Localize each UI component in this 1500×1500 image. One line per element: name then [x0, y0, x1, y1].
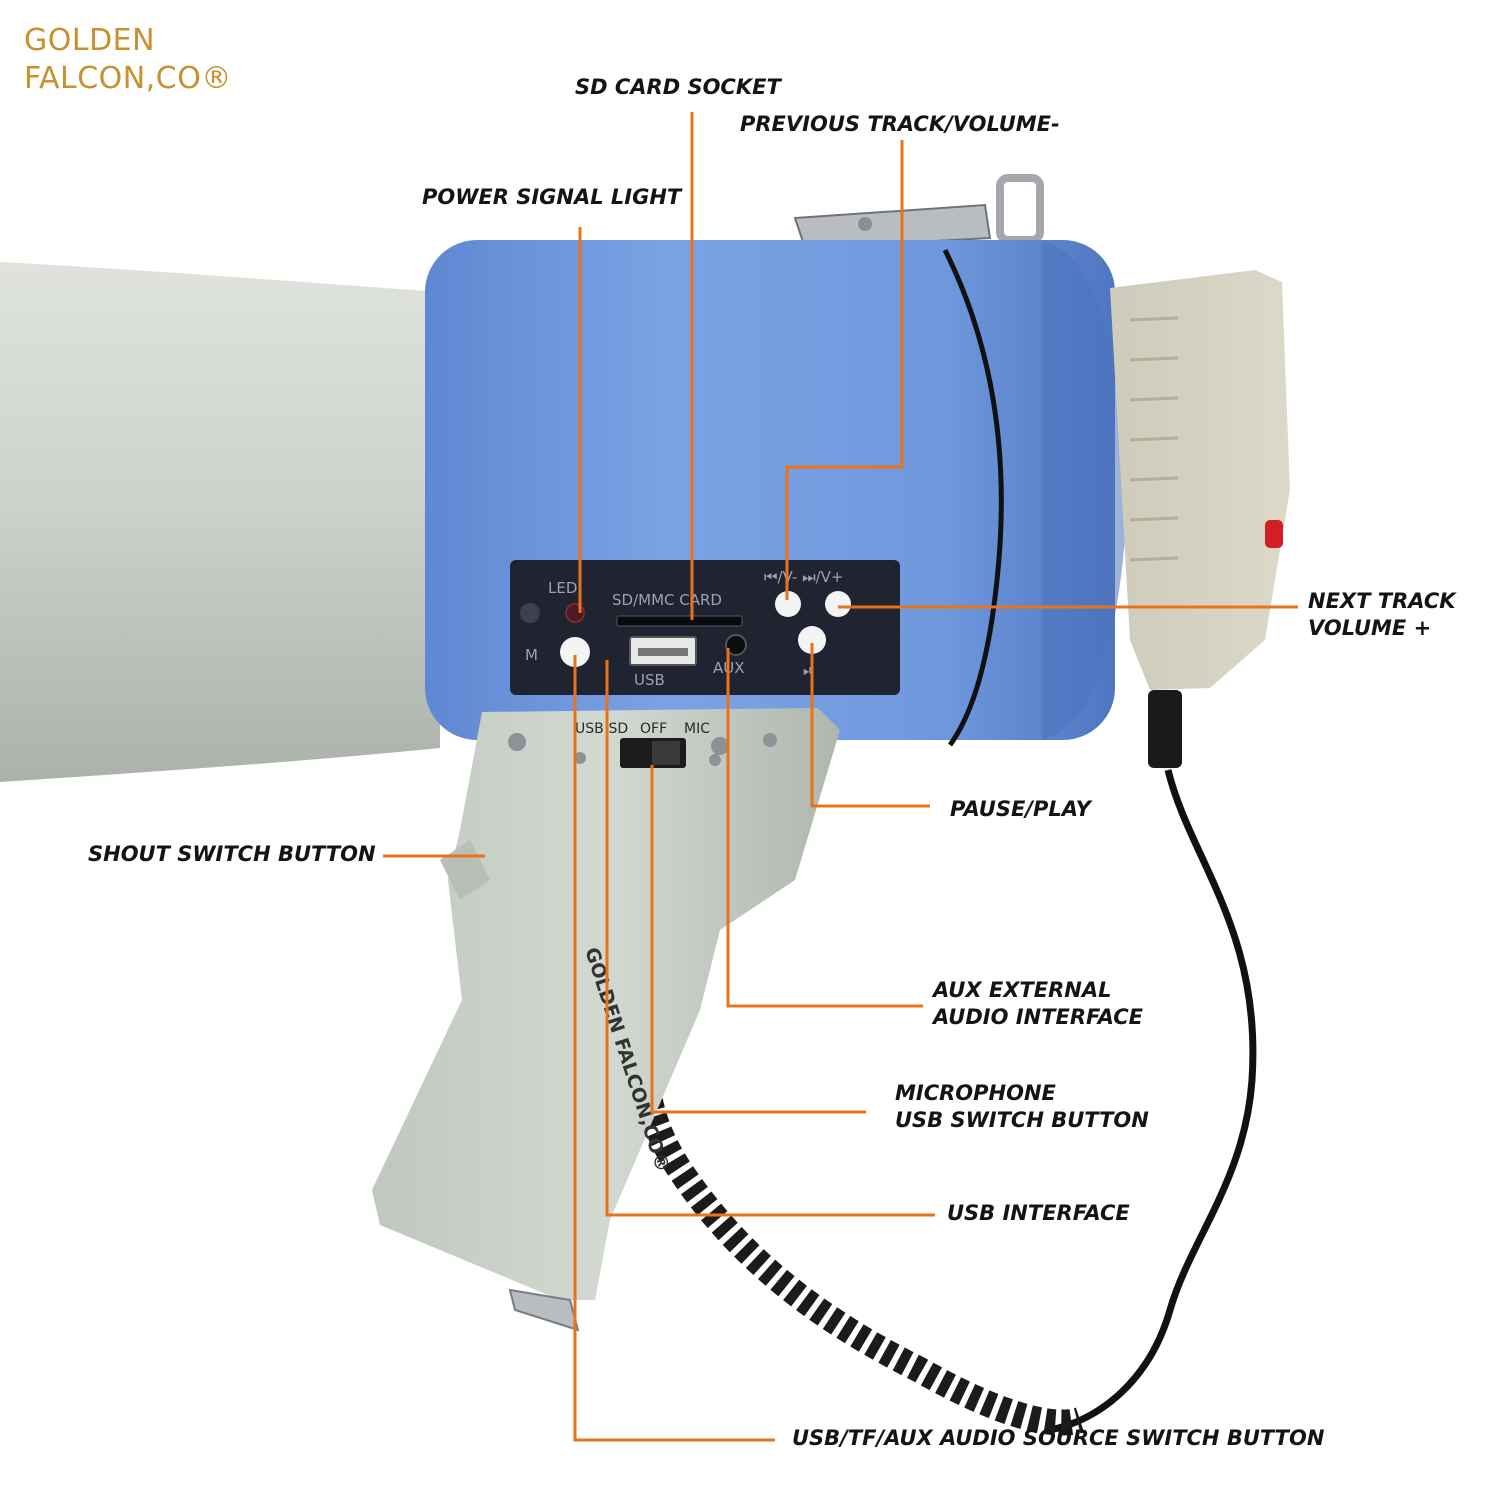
callout-power-signal-light: POWER SIGNAL LIGHT	[422, 185, 682, 209]
brand-logo: GOLDEN FALCON,CO®	[24, 22, 232, 98]
play-button	[798, 626, 826, 654]
panel-led-label: LED	[548, 579, 577, 597]
leader-lines	[383, 112, 1298, 1442]
leader-aux	[726, 648, 923, 1008]
switch-off-label: OFF	[640, 721, 667, 737]
brand-line-2: FALCON,CO®	[24, 61, 232, 96]
panel-prev-next-label: ⏮/V- ⏭/V+	[764, 568, 844, 586]
strap-clip	[793, 174, 1044, 250]
callout-mic-line-2: USB SWITCH BUTTON	[895, 1108, 1149, 1132]
leader-usb	[605, 660, 935, 1217]
leader-mic-usb-switch	[650, 765, 866, 1114]
sd-card-slot	[616, 615, 743, 627]
callout-next-track-line-2: VOLUME +	[1308, 616, 1432, 640]
callout-usb-interface: USB INTERFACE	[947, 1201, 1130, 1225]
prev-button	[775, 591, 801, 617]
callout-next-track-line-1: NEXT TRACK	[1308, 589, 1456, 613]
control-panel: LED M SD/MMC CARD USB AUX ⏮/V- ⏭/V+ ⏯	[510, 560, 900, 695]
leader-previous-track	[785, 140, 904, 600]
callout-sd-card-socket: SD CARD SOCKET	[575, 75, 781, 99]
callout-aux-line-1: AUX EXTERNAL	[933, 978, 1112, 1002]
callout-shout-switch: SHOUT SWITCH BUTTON	[88, 842, 376, 866]
horn	[0, 262, 440, 782]
callout-aux-interface: AUX EXTERNAL AUDIO INTERFACE	[933, 977, 1143, 1031]
mode-button	[560, 637, 590, 667]
aux-port	[725, 634, 747, 656]
leader-source-switch	[573, 655, 775, 1442]
callout-aux-line-2: AUDIO INTERFACE	[933, 1005, 1143, 1029]
callout-source-switch: USB/TF/AUX AUDIO SOURCE SWITCH BUTTON	[792, 1426, 1325, 1450]
leader-pause-play	[810, 643, 930, 808]
panel-usb-label: USB	[634, 671, 665, 689]
switch-mic-label: MIC	[684, 721, 710, 737]
callout-next-track: NEXT TRACK VOLUME +	[1308, 588, 1456, 642]
band	[942, 248, 1004, 747]
callout-previous-track: PREVIOUS TRACK/VOLUME-	[740, 112, 1060, 136]
switch-usbsd-label: USB|SD	[575, 721, 628, 737]
callout-mic-usb-switch: MICROPHONE USB SWITCH BUTTON	[895, 1080, 1149, 1134]
brand-line-1: GOLDEN	[24, 23, 156, 58]
callout-pause-play: PAUSE/PLAY	[950, 797, 1091, 821]
panel-card-label: SD/MMC CARD	[612, 591, 722, 609]
siren-button	[1265, 520, 1283, 548]
rear-cap	[1110, 270, 1290, 690]
panel-m-label: M	[525, 646, 538, 664]
next-button	[825, 591, 851, 617]
callout-mic-line-1: MICROPHONE	[895, 1081, 1056, 1105]
